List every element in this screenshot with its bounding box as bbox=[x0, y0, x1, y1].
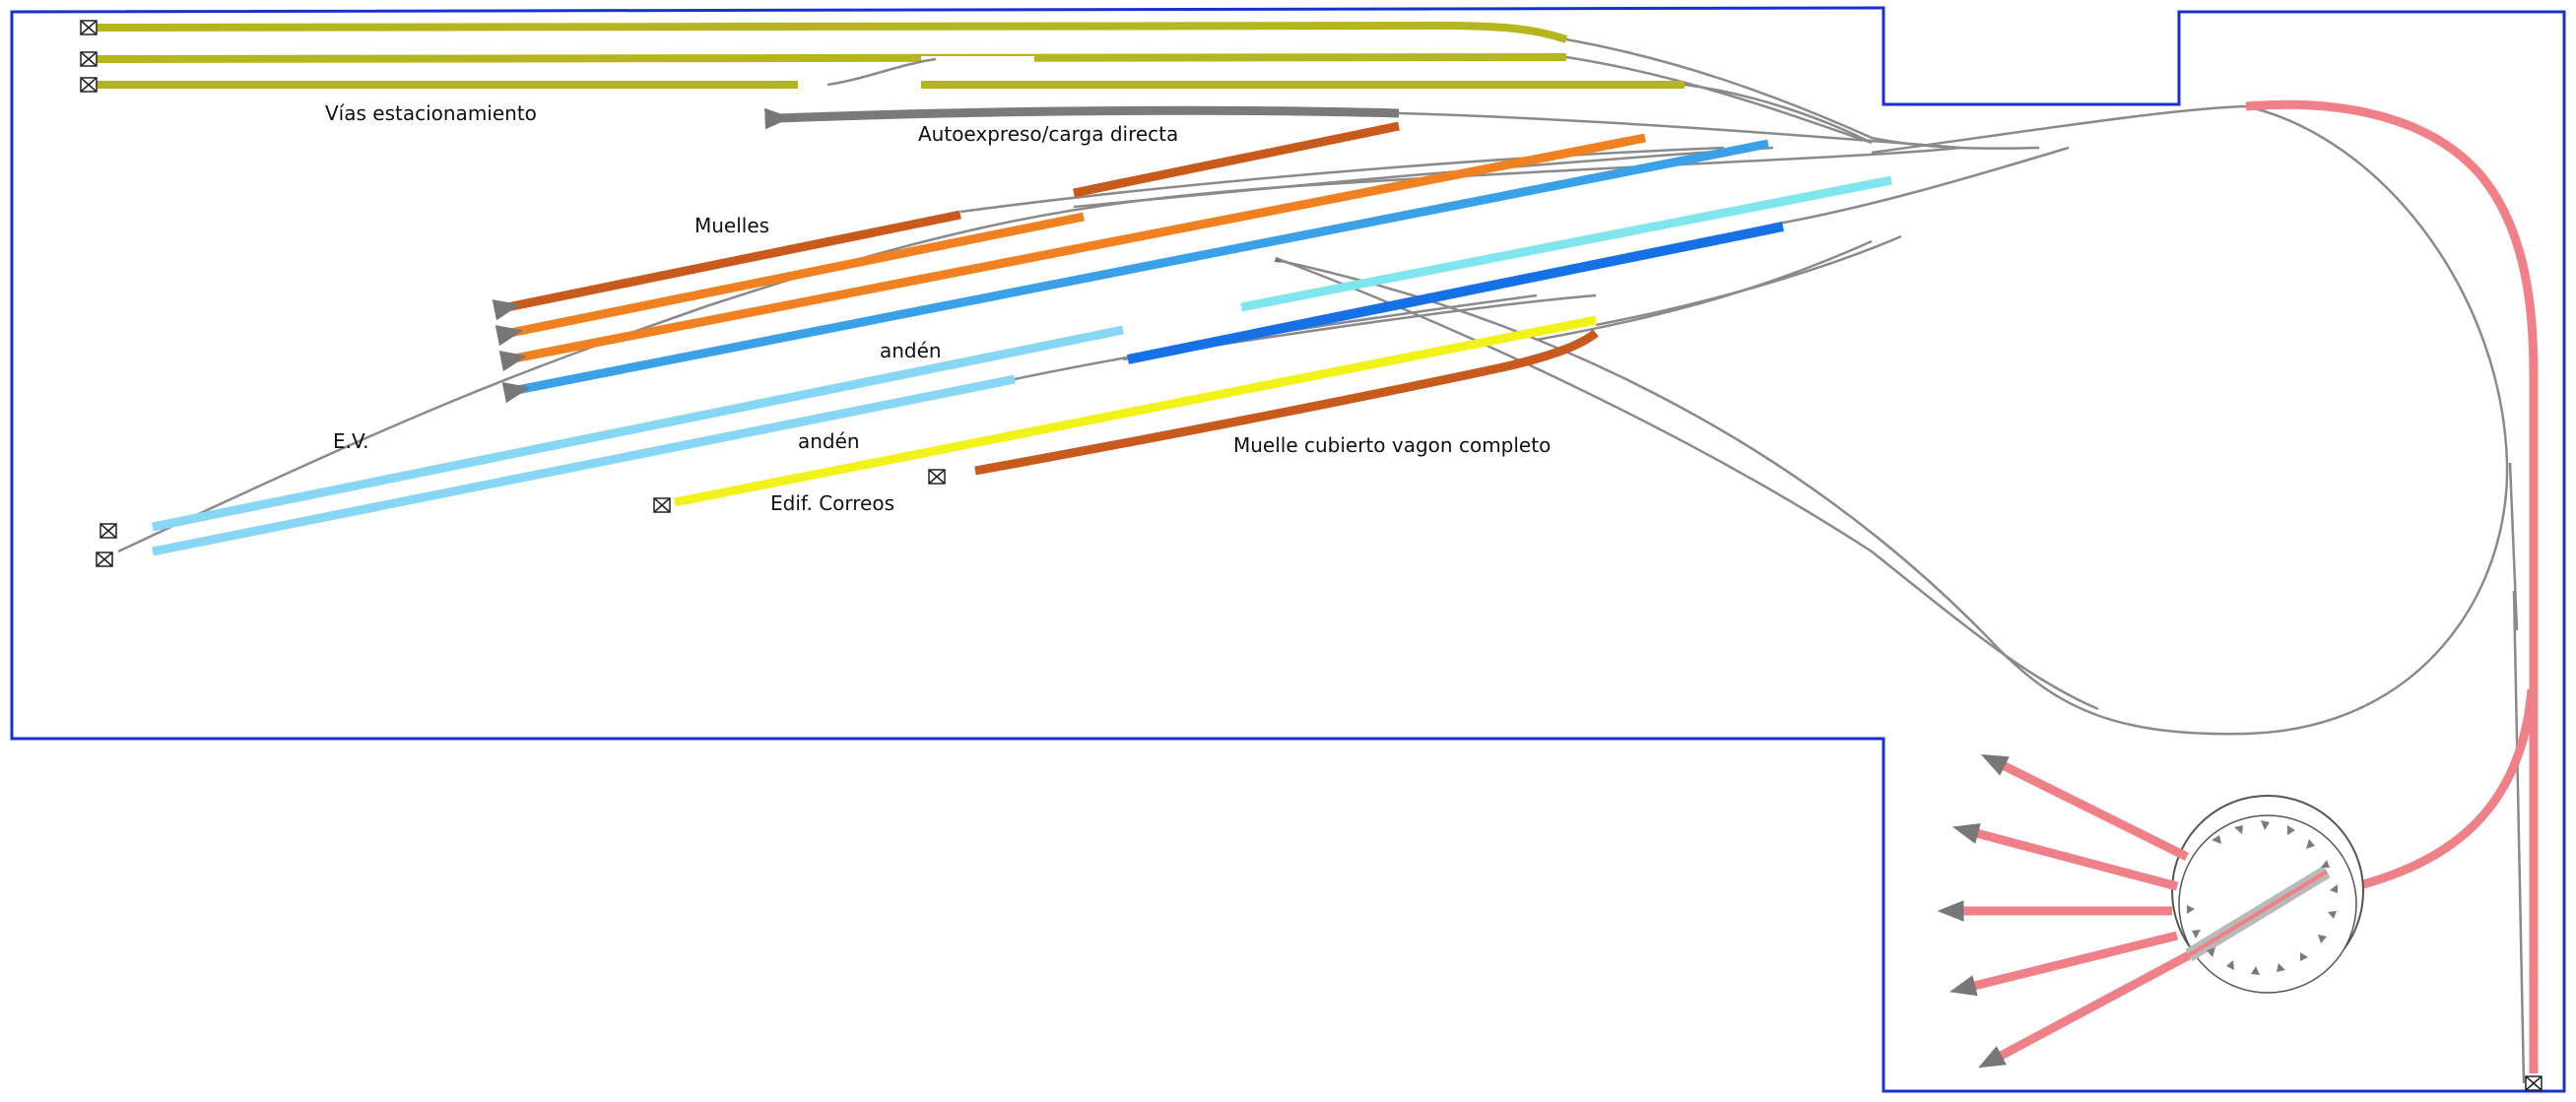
parking-tracks bbox=[90, 21, 1873, 145]
label-post-office: Edif. Correos bbox=[770, 491, 894, 515]
label-autoexpress: Autoexpreso/carga directa bbox=[918, 122, 1178, 146]
label-platform-upper: andén bbox=[880, 339, 942, 362]
label-platform-lower: andén bbox=[798, 429, 860, 453]
turntable-icon bbox=[2171, 795, 2364, 994]
baseboard-outline bbox=[10, 6, 2566, 1093]
label-parking-tracks: Vías estacionamiento bbox=[325, 101, 537, 125]
label-ev: E.V. bbox=[333, 429, 368, 453]
label-docks: Muelles bbox=[694, 214, 769, 237]
buffer-stop-icon bbox=[80, 20, 2543, 1091]
dock-tracks bbox=[492, 121, 1769, 404]
turntable-roads bbox=[1937, 753, 2192, 1069]
post-office-tracks bbox=[674, 315, 1599, 507]
turntable-lead bbox=[2245, 99, 2539, 1073]
platform-tracks bbox=[152, 175, 1892, 556]
diagonal-spur bbox=[1274, 256, 1283, 264]
autoexpress-track bbox=[764, 105, 1400, 130]
label-covered-dock: Muelle cubierto vagon completo bbox=[1233, 433, 1551, 457]
connecting-tracks bbox=[117, 37, 2526, 1084]
